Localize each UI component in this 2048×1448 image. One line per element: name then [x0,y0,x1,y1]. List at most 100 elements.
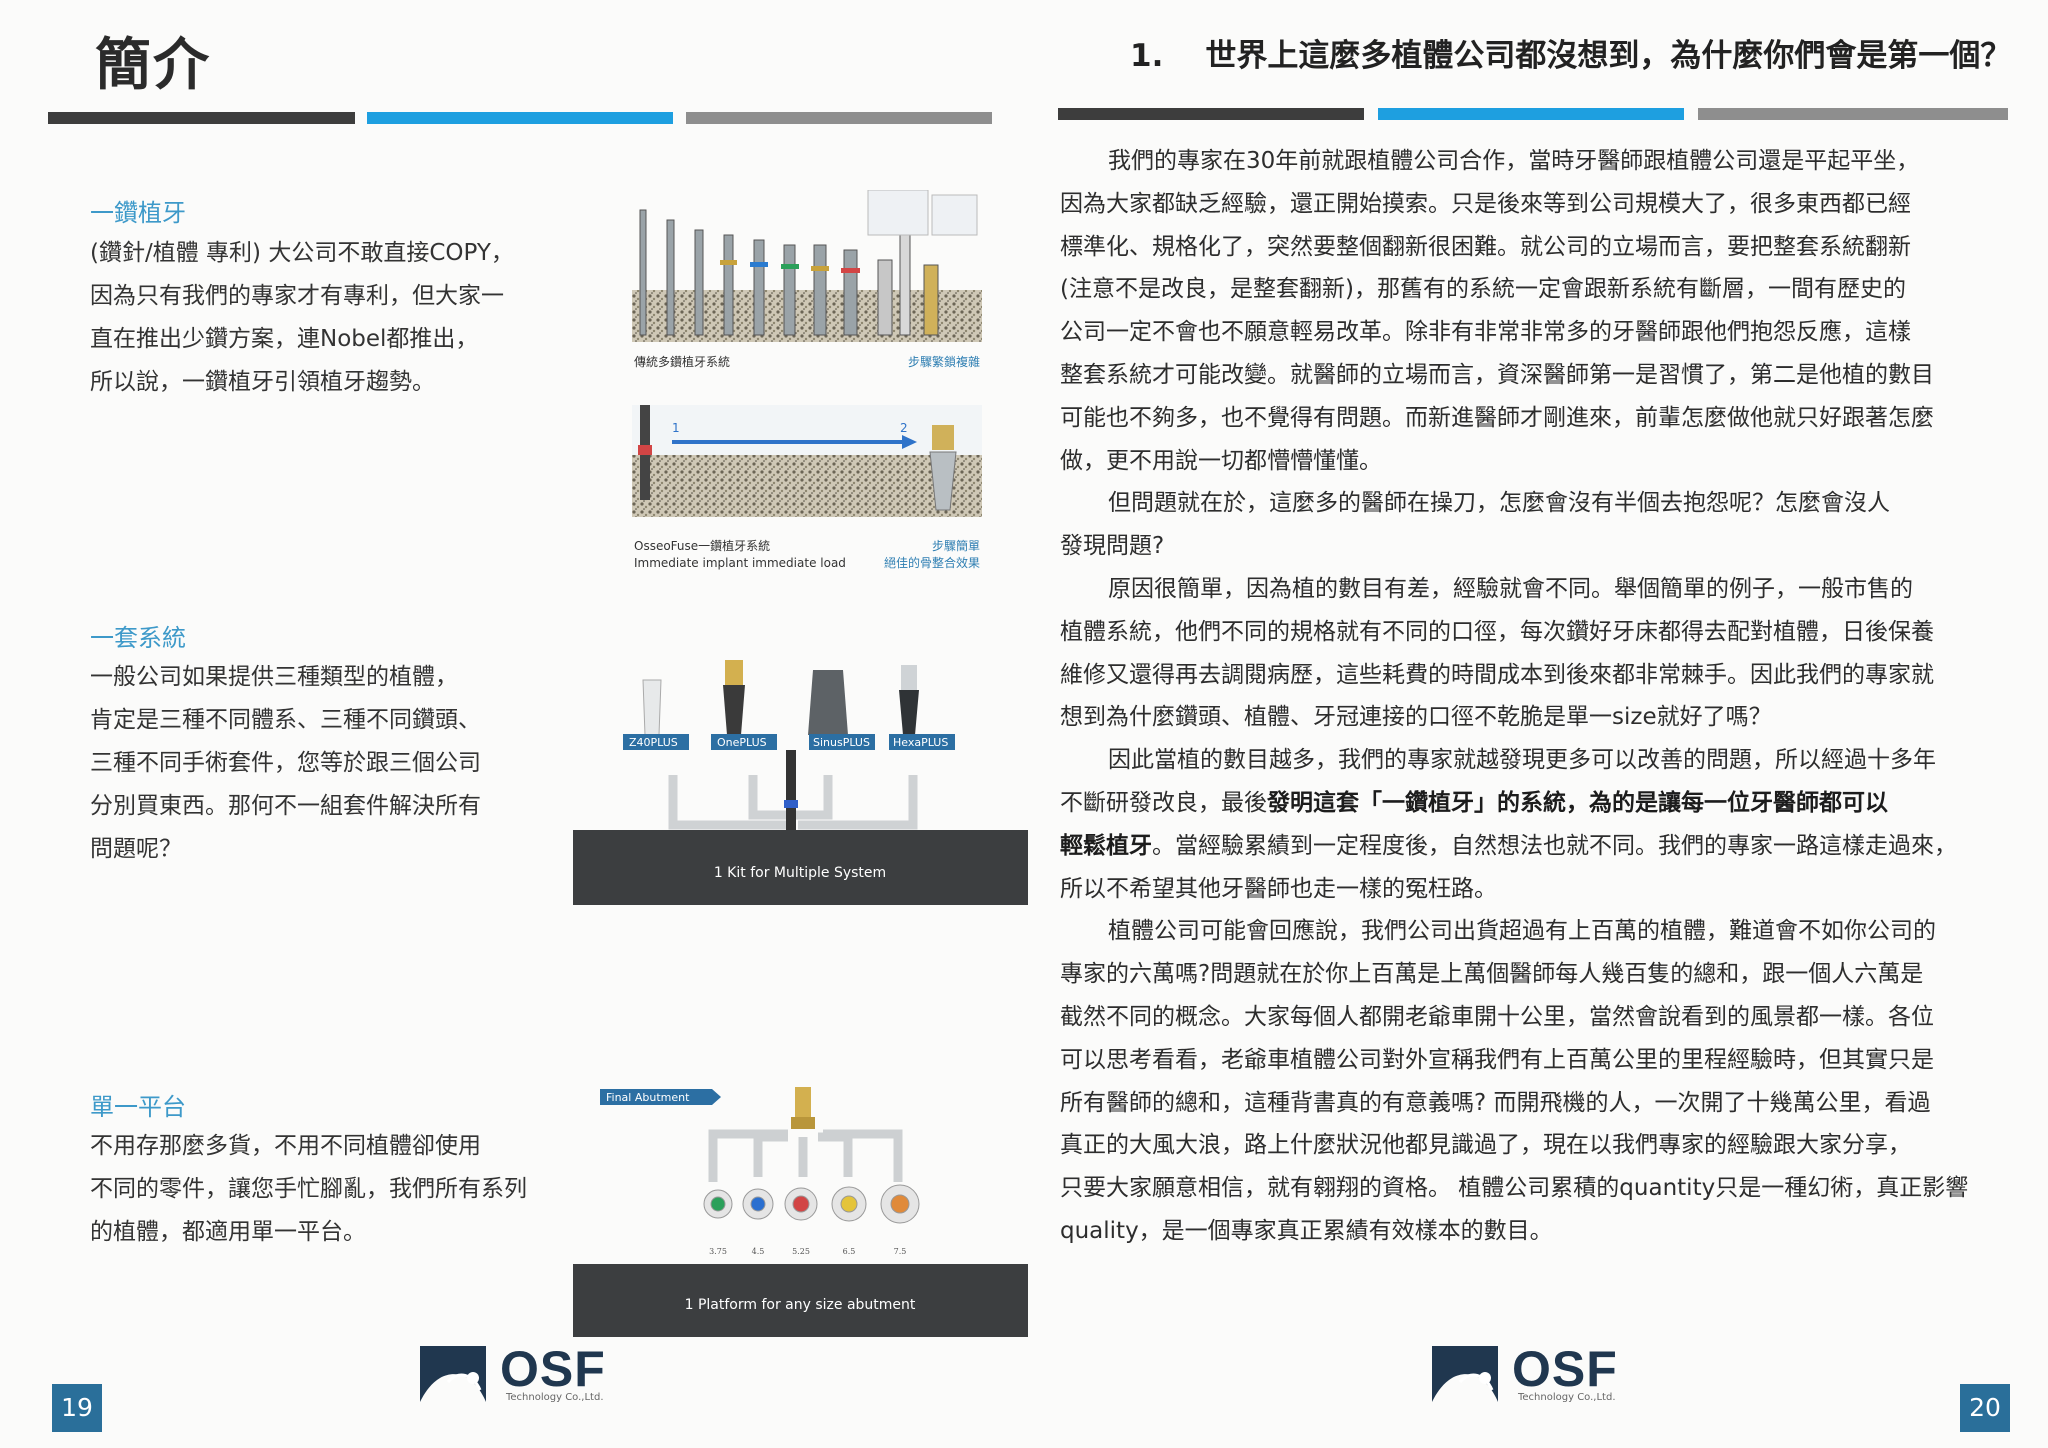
text-line: 所有醫師的總和，這種背書真的有意義嗎? 而開飛機的人，一次開了十幾萬公里，看過 [1060,1089,1931,1116]
text-line: 截然不同的概念。大家每個人都開老爺車開十公里，當然會說看到的風景都一樣。各位 [1060,1003,1934,1030]
body-line: 不同的零件，讓您手忙腳亂，我們所有系列 [90,1176,527,1202]
title-bar-dark [1058,108,1364,120]
question-number: 1. [1130,38,1164,74]
text-line: 原因很簡單，因為植的數目有差，經驗就會不同。舉個簡單的例子，一般市售的 [1108,575,1913,602]
body-line: 因為只有我們的專家才有專利，但大家一 [90,283,504,309]
page-number: 20 [1960,1384,2010,1432]
title-bar-gray [686,112,992,124]
text-line: 可以思考看看，老爺車植體公司對外宣稱我們有上百萬公里的里程經驗時，但其實只是 [1060,1046,1934,1073]
paragraph: 原因很簡單，因為植的數目有差，經驗就會不同。舉個簡單的例子，一般市售的 植體系統… [1060,568,2000,739]
text-line: 可能也不夠多，也不覺得有問題。而新進醫師才剛進來，前輩怎麼做他就只好跟著怎麼 [1060,404,1934,431]
title-bar-gray [1698,108,2008,120]
page-number: 19 [52,1384,102,1432]
logo-subtitle: Technology Co.,Ltd. [506,1392,604,1403]
body-line: 分別買東西。那何不一組套件解決所有 [90,793,481,819]
section-heading: 一鑽植牙 [90,199,186,227]
text-line: 因為大家都缺乏經驗，還正開始摸索。只是後來等到公司規模大了，很多東西都已經 [1060,190,1911,217]
question-title: 1. 世界上這麼多植體公司都沒想到，為什麼你們會是第一個？ [1130,30,2011,75]
kit-illustration: Z40PLUS OnePLUS SinusPLUS HexaPLUS 1 Kit… [573,660,1028,905]
paragraph: 但問題就在於，這麼多的醫師在操刀，怎麼會沒有半個去抱怨呢？怎麼會沒人 發現問題? [1060,482,2000,568]
section-heading: 單一平台 [90,1093,186,1121]
logo-subtitle: Technology Co.,Ltd. [1518,1392,1616,1403]
section-heading: 一套系統 [90,624,186,652]
body-line: 所以說，一鑽植牙引領植牙趨勢。 [90,369,435,395]
paragraph: 植體公司可能會回應說，我們公司出貨超過有上百萬的植體，難道會不如你公司的 專家的… [1060,910,2000,1252]
system-label: OnePLUS [717,736,767,749]
figure-band-caption: 1 Platform for any size abutment [685,1297,916,1313]
text-line: 做，更不用說一切都懵懵懂懂。 [1060,447,1382,474]
system-label: Z40PLUS [629,736,678,749]
text-run: 不斷研發改良，最後 [1060,789,1267,816]
size-label: 7.5 [894,1247,907,1256]
figure-band-caption: 1 Kit for Multiple System [714,865,886,881]
text-line: 整套系統才可能改變。就醫師的立場而言，資深醫師第一是習慣了，第二是他植的數目 [1060,361,1934,388]
figure-caption: OsseoFuse一鑽植牙系統 [634,538,770,553]
text-line: 植體公司可能會回應說，我們公司出貨超過有上百萬的植體，難道會不如你公司的 [1108,918,1936,945]
text-line: 只要大家願意相信，就有翱翔的資格。 植體公司累積的quantity只是一種幻術，… [1060,1175,1969,1202]
logo-name: OSF [1512,1341,1618,1397]
figure-caption: 絕佳的骨整合效果 [884,555,980,570]
figure-caption: 步驟簡單 [932,538,980,553]
text-line: quality，是一個專家真正累績有效樣本的數目。 [1060,1217,1553,1244]
size-label: 5.25 [792,1247,810,1256]
figure-caption: 傳統多鑽植牙系統 [634,354,730,369]
figure-single-platform: Final Abutment 3.75 4.5 5.25 6.5 7.5 [573,1082,1028,1337]
figure-one-kit: Z40PLUS OnePLUS SinusPLUS HexaPLUS 1 Kit… [573,650,1028,905]
body-line: 一般公司如果提供三種類型的植體， [90,664,458,690]
figure-caption: Immediate implant immediate load [634,556,846,570]
body-line: 的植體，都適用單一平台。 [90,1219,366,1245]
body-line: 直在推出少鑽方案，連Nobel都推出， [90,326,479,352]
text-line: (注意不是改良，是整套翻新)，那舊有的系統一定會跟新系統有斷層，一間有歷史的 [1060,276,1906,303]
text-line: 專家的六萬嗎?問題就在於你上百萬是上萬個醫師每人幾百隻的總和，跟一個人六萬是 [1060,961,1924,988]
text-run: 。當經驗累績到一定程度後，自然想法也就不同。我們的專家一路這樣走過來， [1152,832,1957,859]
size-label: 4.5 [752,1247,765,1256]
body-line: 三種不同手術套件，您等於跟三個公司 [90,750,481,776]
logo-mark-icon [1432,1346,1498,1402]
step-number: 2 [900,421,908,435]
text-line: 輕鬆植牙。當經驗累績到一定程度後，自然想法也就不同。我們的專家一路這樣走過來， [1060,825,2000,868]
system-label: SinusPLUS [813,736,870,749]
text-line: 維修又還得再去調閱病歷，這些耗費的時間成本到後來都非常棘手。因此我們的專家就 [1060,661,1934,688]
size-label: 3.75 [709,1247,727,1256]
logo-name: OSF [500,1341,606,1397]
text-line: 想到為什麼鑽頭、植體、牙冠連接的口徑不乾脆是單一size就好了嗎？ [1060,704,1772,731]
page-title: 簡介 [95,33,211,98]
article-body: 我們的專家在30年前就跟植體公司合作，當時牙醫師跟植體公司還是平起平坐， 因為大… [1060,140,2000,1253]
company-logo: OSF Technology Co.,Ltd. [1430,1338,1630,1408]
section-body: 不用存那麼多貨，不用不同植體卻使用 不同的零件，讓您手忙腳亂，我們所有系列 的植… [90,1125,527,1254]
title-bar-dark [48,112,355,124]
title-bar-blue [1378,108,1684,120]
body-line: 不用存那麼多貨，不用不同植體卻使用 [90,1133,481,1159]
text-line: 我們的專家在30年前就跟植體公司合作，當時牙醫師跟植體公司還是平起平坐， [1108,148,1920,174]
question-text: 世界上這麼多植體公司都沒想到，為什麼你們會是第一個？ [1205,38,2012,74]
final-abutment-tag: Final Abutment [606,1091,690,1104]
company-logo: OSF Technology Co.,Ltd. [418,1338,618,1408]
logo-mark-icon [420,1346,486,1402]
text-line: 發現問題? [1060,533,1165,560]
text-line: 真正的大風大浪，路上什麼狀況他都見識過了，現在以我們專家的經驗跟大家分享， [1060,1132,1911,1159]
figure-caption: 步驟繁鎖複雜 [908,354,980,369]
paragraph: 我們的專家在30年前就跟植體公司合作，當時牙醫師跟植體公司還是平起平坐， 因為大… [1060,140,2000,482]
text-line: 標準化、規格化了，突然要整個翻新很困難。就公司的立場而言，要把整套系統翻新 [1060,233,1911,260]
text-line: 公司一定不會也不願意輕易改革。除非有非常非常多的牙醫師跟他們抱怨反應，這樣 [1060,319,1911,346]
text-line: 植體系統，他們不同的規格就有不同的口徑，每次鑽好牙床都得去配對植體，日後保養 [1060,618,1934,645]
text-line: 所以不希望其他牙醫師也走一樣的冤枉路。 [1060,875,1497,902]
system-label: HexaPLUS [893,736,948,749]
section-body: (鑽針/植體 專利) 大公司不敢直接COPY， 因為只有我們的專家才有專利，但大… [90,232,514,404]
drill-illustration: 傳統多鑽植牙系統 步驟繁鎖複雜 1 2 OsseoFuse一鑽植牙系統 Imme… [632,189,982,570]
text-line: 不斷研發改良，最後發明這套「一鑽植牙」的系統，為的是讓每一位牙醫師都可以 [1060,782,2000,825]
paragraph: 因此當植的數目越多，我們的專家就越發現更多可以改善的問題，所以經過十多年 不斷研… [1060,739,2000,910]
text-line: 因此當植的數目越多，我們的專家就越發現更多可以改善的問題，所以經過十多年 [1108,747,1936,774]
size-label: 6.5 [843,1247,856,1256]
figure-multi-drill-vs-one-drill: 傳統多鑽植牙系統 步驟繁鎖複雜 1 2 OsseoFuse一鑽植牙系統 Imme… [632,189,982,590]
title-bar-blue [367,112,673,124]
body-line: 問題呢？ [90,836,182,862]
step-number: 1 [672,421,680,435]
platform-illustration: Final Abutment 3.75 4.5 5.25 6.5 7.5 [573,1087,1028,1337]
bold-text: 輕鬆植牙 [1060,832,1152,859]
section-body: 一般公司如果提供三種類型的植體， 肯定是三種不同體系、三種不同鑽頭、 三種不同手… [90,656,481,871]
body-line: (鑽針/植體 專利) 大公司不敢直接COPY， [90,240,514,266]
body-line: 肯定是三種不同體系、三種不同鑽頭、 [90,707,481,733]
bold-text: 發明這套「一鑽植牙」的系統，為的是讓每一位牙醫師都可以 [1267,789,1888,816]
text-line: 但問題就在於，這麼多的醫師在操刀，怎麼會沒有半個去抱怨呢？怎麼會沒人 [1108,490,1890,517]
